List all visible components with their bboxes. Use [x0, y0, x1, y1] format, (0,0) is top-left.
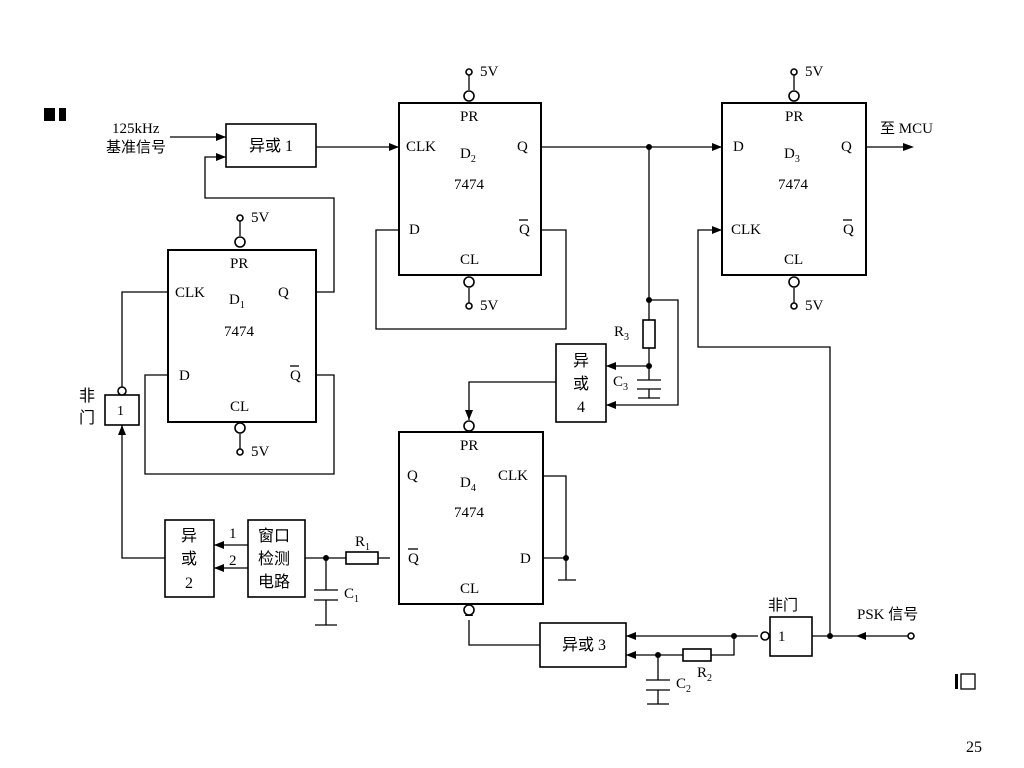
svg-text:C1: C1 [344, 586, 359, 605]
d1-cl-supply: 5V [251, 444, 270, 460]
d1-pr-supply: 5V [251, 210, 270, 226]
d4-cl-label: CL [460, 581, 479, 597]
d1-d-label: D [179, 368, 190, 384]
window-detector: 窗口 检测 电路 1 2 [229, 519, 306, 598]
flipflop-d2: 5V 5V PR CLK Q D2 7474 D Q CL [398, 64, 542, 314]
d1-cl-label: CL [230, 399, 249, 415]
slide-mark-square-icon [44, 108, 55, 121]
d1-q-label: Q [278, 285, 289, 301]
d2-cl-label: CL [460, 252, 479, 268]
svg-text:C3: C3 [613, 374, 628, 393]
svg-text:异: 异 [181, 528, 197, 545]
flipflop-d4: PR Q CLK D4 7474 Q D CL [398, 420, 544, 616]
not-left-label-2: 门 [79, 409, 95, 427]
junction-dots [323, 144, 833, 658]
d3-name: D3 [784, 146, 800, 165]
d2-name: D2 [460, 146, 476, 165]
ground-symbols [315, 397, 669, 705]
capacitor-c1: C1 [314, 586, 359, 605]
svg-text:检测: 检测 [258, 550, 290, 568]
ref-signal-label-2: 基准信号 [106, 139, 166, 156]
svg-text:1: 1 [117, 404, 124, 419]
svg-text:4: 4 [577, 399, 585, 416]
d1-qbar-label: Q [290, 368, 301, 384]
d1-name: D1 [229, 292, 245, 311]
d1-clk-label: CLK [175, 285, 205, 301]
slide-mark-line-icon [955, 674, 958, 689]
d2-clk-label: CLK [406, 139, 436, 155]
page-number: 25 [966, 739, 982, 756]
d3-d-label: D [733, 139, 744, 155]
d1-chip: 7474 [224, 324, 255, 340]
d2-q-label: Q [517, 139, 528, 155]
window-pin2-label: 2 [229, 553, 237, 569]
d4-pr-label: PR [460, 438, 478, 454]
ref-signal-label-1: 125kHz [112, 121, 160, 137]
svg-text:异或 1: 异或 1 [249, 137, 293, 155]
xor2-gate: 异 或 2 [164, 519, 215, 598]
svg-text:或: 或 [573, 375, 589, 393]
slide-mark-bar-icon [59, 108, 66, 121]
psk-input-terminal [907, 632, 915, 640]
d3-chip: 7474 [778, 177, 809, 193]
resistor-r2: R2 [682, 648, 712, 684]
d3-pr-label: PR [785, 109, 803, 125]
d2-chip: 7474 [454, 177, 485, 193]
not-gate-right: 1 非门 [760, 597, 813, 657]
resistor-r1: R1 [345, 534, 379, 565]
psk-signal-label: PSK 信号 [857, 606, 918, 623]
not-left-label-1: 非 [79, 387, 95, 405]
resistor-r3: R3 [614, 319, 656, 349]
xor4-gate: 异 或 4 [555, 343, 607, 423]
svg-text:C2: C2 [676, 676, 691, 695]
svg-text:电路: 电路 [258, 573, 290, 591]
flipflop-d3: 5V 5V PR D Q D3 7474 CLK Q CL [721, 64, 867, 314]
arrowheads [118, 133, 914, 659]
svg-text:异: 异 [573, 353, 589, 370]
d2-pr-label: PR [460, 109, 478, 125]
d4-chip: 7474 [454, 505, 485, 521]
d3-cl-label: CL [784, 252, 803, 268]
svg-text:R1: R1 [355, 534, 370, 553]
capacitor-c3: C3 [613, 374, 661, 393]
d2-pr-supply: 5V [480, 64, 499, 80]
d3-qbar-label: Q [843, 222, 854, 238]
svg-text:窗口: 窗口 [258, 527, 290, 545]
xor3-gate: 异或 3 [539, 622, 627, 668]
capacitor-c2: C2 [646, 676, 691, 695]
d3-clk-label: CLK [731, 222, 761, 238]
d4-q-label: Q [407, 468, 418, 484]
d4-clk-label: CLK [498, 468, 528, 484]
d2-qbar-label: Q [519, 222, 530, 238]
d2-cl-supply: 5V [480, 298, 499, 314]
xor1-gate: 异或 1 [225, 123, 317, 168]
slide-mark-box-icon [960, 673, 976, 690]
window-pin1-label: 1 [229, 526, 237, 542]
d4-name: D4 [460, 475, 476, 494]
svg-text:R2: R2 [697, 665, 712, 684]
d3-q-label: Q [841, 139, 852, 155]
d4-d-label: D [520, 551, 531, 567]
svg-text:2: 2 [185, 575, 193, 592]
flipflop-d1: 5V 5V PR CLK Q D1 7474 D Q CL [167, 210, 317, 460]
d4-qbar-label: Q [408, 551, 419, 567]
to-mcu-label: 至 MCU [880, 121, 933, 137]
svg-text:或: 或 [181, 550, 197, 568]
svg-text:1: 1 [778, 629, 786, 645]
not-gate-left: 1 非 门 [79, 386, 140, 427]
svg-text:R3: R3 [614, 324, 629, 343]
not-right-label: 非门 [768, 597, 798, 614]
d1-pr-label: PR [230, 256, 248, 272]
svg-text:异或 3: 异或 3 [562, 636, 606, 654]
d2-d-label: D [409, 222, 420, 238]
d3-cl-supply: 5V [805, 298, 824, 314]
d3-pr-supply: 5V [805, 64, 824, 80]
